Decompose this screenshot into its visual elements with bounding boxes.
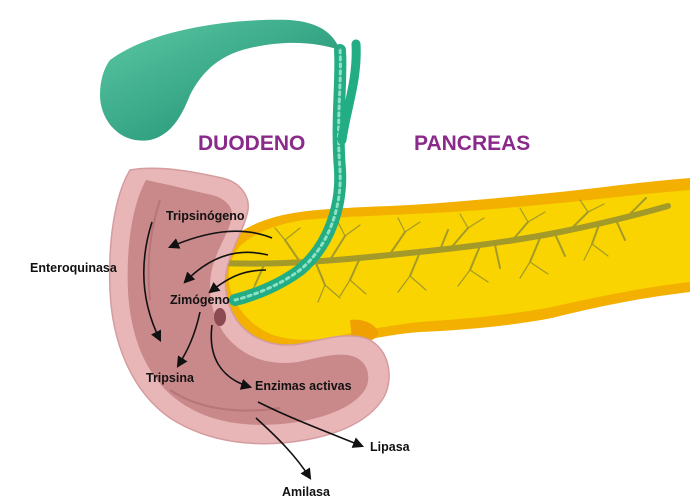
label-enteroquinasa: Enteroquinasa: [30, 261, 118, 275]
label-lipasa: Lipasa: [370, 440, 411, 454]
label-zimogeno: Zimógeno: [170, 293, 230, 307]
label-amilasa: Amilasa: [282, 485, 331, 499]
gallbladder: [100, 20, 340, 141]
pancreas-title: PANCREAS: [414, 132, 530, 155]
duodeno-title: DUODENO: [198, 132, 305, 155]
label-enzimas-activas: Enzimas activas: [255, 379, 352, 393]
label-tripsina: Tripsina: [146, 371, 195, 385]
label-tripsinogeno: Tripsinógeno: [166, 209, 245, 223]
